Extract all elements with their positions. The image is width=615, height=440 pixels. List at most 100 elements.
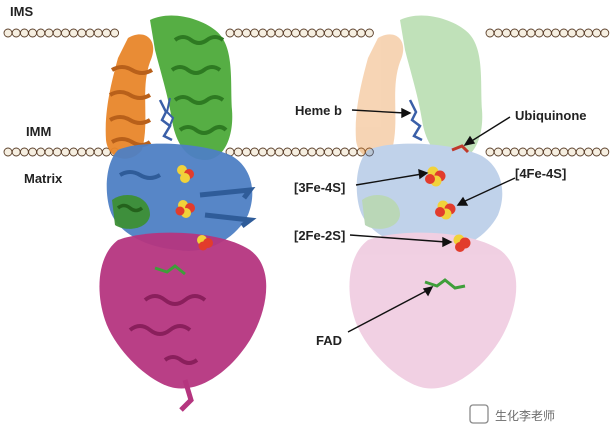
- membrane-lipid-bead: [77, 28, 87, 38]
- membrane-lipid-bead: [364, 147, 374, 157]
- membrane-lipid-bead: [299, 147, 309, 157]
- membrane-lipid-bead: [542, 147, 552, 157]
- membrane-lipid-bead: [291, 147, 301, 157]
- membrane-lipid-bead: [233, 147, 243, 157]
- membrane-lipid-bead: [485, 147, 495, 157]
- membrane-lipid-bead: [501, 147, 511, 157]
- membrane-lipid-bead: [583, 28, 593, 38]
- membrane-lipid-bead: [534, 28, 544, 38]
- label-heme-b: Heme b: [295, 103, 342, 118]
- fad-right: [424, 278, 466, 290]
- membrane-lipid-bead: [274, 28, 284, 38]
- membrane-lipid-bead: [36, 147, 46, 157]
- membrane-lipid-bead: [60, 28, 70, 38]
- annotation-arrows: [347, 107, 516, 333]
- watermark: 生化李老师: [469, 404, 555, 424]
- membrane-lipid-bead: [315, 147, 325, 157]
- membrane-lipid-bead: [85, 147, 95, 157]
- membrane-lipid-bead: [274, 147, 284, 157]
- membrane-lipid-bead: [592, 28, 602, 38]
- membrane-lipid-bead: [11, 28, 21, 38]
- membrane-lipid-bead: [28, 147, 38, 157]
- membrane-lipid-bead: [307, 147, 317, 157]
- left-protein-structure: [99, 15, 267, 412]
- membrane-lipid-bead: [266, 28, 276, 38]
- heme-b-right: [408, 99, 423, 142]
- membrane-lipid-bead: [110, 28, 120, 38]
- membrane-lipid-bead: [583, 147, 593, 157]
- membrane-lipid-bead: [323, 28, 333, 38]
- ubiquinone-right: [451, 144, 470, 154]
- membrane-lipid-bead: [485, 28, 495, 38]
- fe-s-clusters-right: [425, 166, 471, 252]
- membrane-lipid-bead: [282, 147, 292, 157]
- magenta-flavoprotein-subunit: [99, 232, 267, 412]
- membrane-lipid-bead: [559, 28, 569, 38]
- membrane-lipid-bead: [551, 147, 561, 157]
- label-ims: IMS: [10, 4, 33, 19]
- green-lower-helices: [112, 195, 150, 229]
- membrane-lipid-bead: [348, 147, 358, 157]
- label-2fe-2s: [2Fe-2S]: [294, 228, 345, 243]
- membrane-lipid-bead: [52, 147, 62, 157]
- membrane-lipid-bead: [567, 28, 577, 38]
- membrane-lipid-bead: [19, 28, 29, 38]
- membrane-lipid-bead: [315, 28, 325, 38]
- membrane-lipid-bead: [19, 147, 29, 157]
- membrane-lipid-bead: [559, 147, 569, 157]
- membrane-lipid-bead: [44, 147, 54, 157]
- membrane-lipid-bead: [332, 28, 342, 38]
- membrane-lipid-bead: [101, 28, 111, 38]
- membrane-lipid-bead: [77, 147, 87, 157]
- membrane-lipid-bead: [299, 28, 309, 38]
- membrane-lipid-bead: [291, 28, 301, 38]
- membrane-lipid-bead: [44, 28, 54, 38]
- orange-membrane-subunit: [105, 34, 154, 159]
- right-protein-structure: [349, 15, 517, 389]
- membrane-lipid-bead: [542, 28, 552, 38]
- membrane-lipid-bead: [600, 147, 610, 157]
- membrane-lipid-bead: [28, 28, 38, 38]
- membrane-lipid-bead: [60, 147, 70, 157]
- membrane-bottom-leaflet: [3, 147, 610, 157]
- green-membrane-subunit: [150, 15, 233, 161]
- membrane-lipid-bead: [266, 147, 276, 157]
- membrane-lipid-bead: [340, 28, 350, 38]
- heme-b-left: [158, 97, 175, 142]
- membrane-lipid-bead: [600, 28, 610, 38]
- membrane-lipid-bead: [3, 147, 13, 157]
- membrane-lipid-bead: [93, 147, 103, 157]
- membrane-lipid-bead: [241, 28, 251, 38]
- watermark-text: 生化李老师: [495, 408, 555, 423]
- membrane-lipid-bead: [93, 28, 103, 38]
- membrane-lipid-bead: [510, 28, 520, 38]
- membrane-lipid-bead: [69, 28, 79, 38]
- membrane-lipid-bead: [69, 147, 79, 157]
- membrane-lipid-bead: [356, 28, 366, 38]
- membrane-lipid-bead: [323, 147, 333, 157]
- membrane-lipid-bead: [11, 147, 21, 157]
- membrane-lipid-bead: [493, 28, 503, 38]
- membrane-lipid-bead: [592, 147, 602, 157]
- membrane-lipid-bead: [307, 28, 317, 38]
- fad-left: [154, 264, 186, 276]
- label-ubiquinone: Ubiquinone: [515, 108, 587, 123]
- membrane-lipid-bead: [3, 28, 13, 38]
- membrane-lipid-bead: [85, 28, 95, 38]
- membrane-lipid-bead: [493, 147, 503, 157]
- watermark-logo-icon: [469, 404, 489, 424]
- membrane-lipid-bead: [258, 147, 268, 157]
- membrane-lipid-bead: [510, 147, 520, 157]
- membrane-lipid-bead: [233, 28, 243, 38]
- fe-s-clusters-left: [175, 165, 213, 251]
- membrane-lipid-bead: [52, 28, 62, 38]
- membrane-top-leaflet: [3, 28, 610, 38]
- membrane-lipid-bead: [526, 147, 536, 157]
- membrane-lipid-bead: [36, 28, 46, 38]
- membrane-lipid-bead: [551, 28, 561, 38]
- membrane-lipid-bead: [250, 147, 260, 157]
- membrane-lipid-bead: [340, 147, 350, 157]
- membrane-lipid-bead: [526, 28, 536, 38]
- label-3fe-4s: [3Fe-4S]: [294, 180, 345, 195]
